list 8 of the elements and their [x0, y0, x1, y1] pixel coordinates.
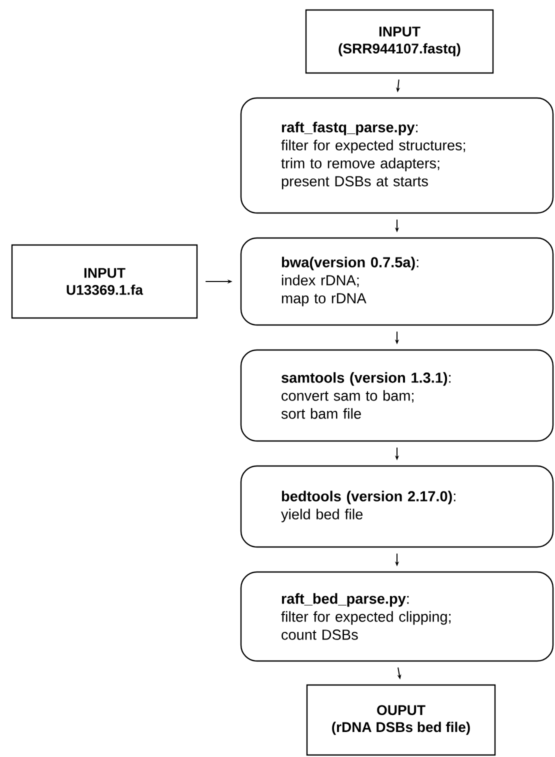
process-box: bwa(version 0.7.5a): index rDNA; map to rDNA: [240, 237, 554, 326]
input-output-box: INPUT (SRR944107.fastq): [305, 9, 494, 74]
input-output-box: OUPUT (rDNA DSBs bed file): [306, 684, 496, 756]
process-box: samtools (version 1.3.1): convert sam to bam; sort bam file: [240, 349, 554, 442]
process-box: raft_bed_parse.py: filter for expected clipping; count DSBs: [240, 571, 554, 662]
process-box: bedtools (version 2.17.0): yield bed file: [240, 465, 554, 548]
input-output-box: INPUT U13369.1.fa: [11, 244, 198, 319]
process-box: raft_fastq_parse.py: filter for expected structures; trim to remove adapters; present DSBs at starts: [240, 97, 554, 214]
